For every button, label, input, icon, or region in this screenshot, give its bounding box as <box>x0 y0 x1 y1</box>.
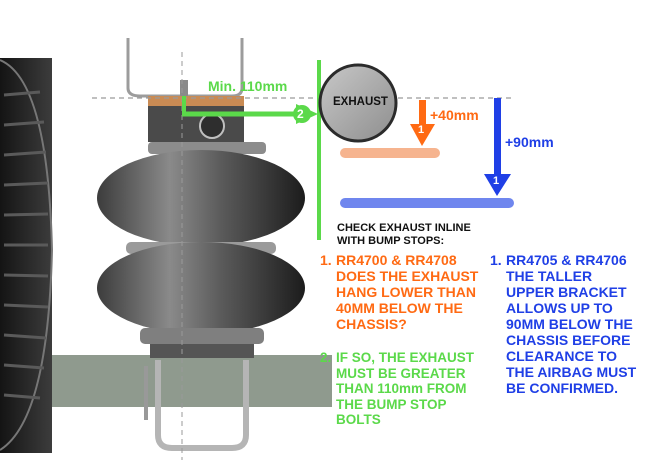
marker-blue: 1 <box>493 175 500 187</box>
note-orange: 1. RR4700 & RR4708 DOES THE EXHAUST HANG… <box>320 252 478 332</box>
marker-green: 2 <box>297 107 304 121</box>
note-green: 2. IF SO, THE EXHAUST MUST BE GREATER TH… <box>320 350 474 428</box>
note-green-number: 2. <box>320 350 332 365</box>
orange-arrow-icon <box>410 100 435 146</box>
exhaust-pipe-icon <box>318 63 398 143</box>
blue-drop-bar <box>340 198 514 208</box>
note-green-line: MUST BE GREATER <box>336 365 466 381</box>
u-bolts <box>144 360 249 451</box>
check-heading-line-1: CHECK EXHAUST INLINE <box>337 222 471 234</box>
note-orange-line: 40MM BELOW THE <box>336 300 463 316</box>
blue-offset-label: +90mm <box>505 134 554 150</box>
min-clearance-label: Min. 110mm <box>208 78 288 94</box>
note-orange-line: HANG LOWER THAN <box>336 284 476 300</box>
note-orange-line: RR4700 & RR4708 <box>336 252 457 268</box>
axle-beam <box>52 355 332 407</box>
green-limit-line <box>317 60 321 240</box>
marker-orange: 1 <box>418 124 425 136</box>
note-green-line: BOLTS <box>336 412 381 427</box>
note-blue-line: UPPER BRACKET <box>506 284 627 300</box>
tyre-icon <box>0 58 54 453</box>
exhaust-label: EXHAUST <box>333 96 388 108</box>
note-green-line: IF SO, THE EXHAUST <box>336 350 475 365</box>
note-blue-number: 1. <box>490 252 502 268</box>
note-blue: 1. RR4705 & RR4706 THE TALLER UPPER BRAC… <box>490 252 636 396</box>
note-green-line: THE BUMP STOP <box>336 396 447 412</box>
note-blue-line: THE AIRBAG MUST <box>506 364 637 380</box>
note-blue-line: CHASSIS BEFORE <box>506 332 631 348</box>
airbag-icon <box>97 142 305 358</box>
check-heading-line-2: WITH BUMP STOPS: <box>337 235 445 247</box>
orange-drop-bar <box>340 148 440 158</box>
note-blue-line: BE CONFIRMED. <box>506 380 618 396</box>
note-blue-line: 90MM BELOW THE <box>506 316 633 332</box>
note-blue-line: CLEARANCE TO <box>506 348 617 364</box>
note-orange-number: 1. <box>320 252 332 268</box>
check-heading: CHECK EXHAUST INLINE WITH BUMP STOPS: <box>337 222 471 248</box>
green-arrow-icon <box>182 96 318 124</box>
blue-arrow-icon <box>484 98 511 196</box>
note-blue-line: RR4705 & RR4706 <box>506 252 627 268</box>
note-blue-line: THE TALLER <box>506 268 593 284</box>
note-orange-line: DOES THE EXHAUST <box>336 268 479 284</box>
note-green-line: THAN 110mm FROM <box>336 381 467 396</box>
note-blue-line: ALLOWS UP TO <box>506 300 613 316</box>
orange-offset-label: +40mm <box>430 107 479 123</box>
note-orange-line: CHASSIS? <box>336 316 407 332</box>
